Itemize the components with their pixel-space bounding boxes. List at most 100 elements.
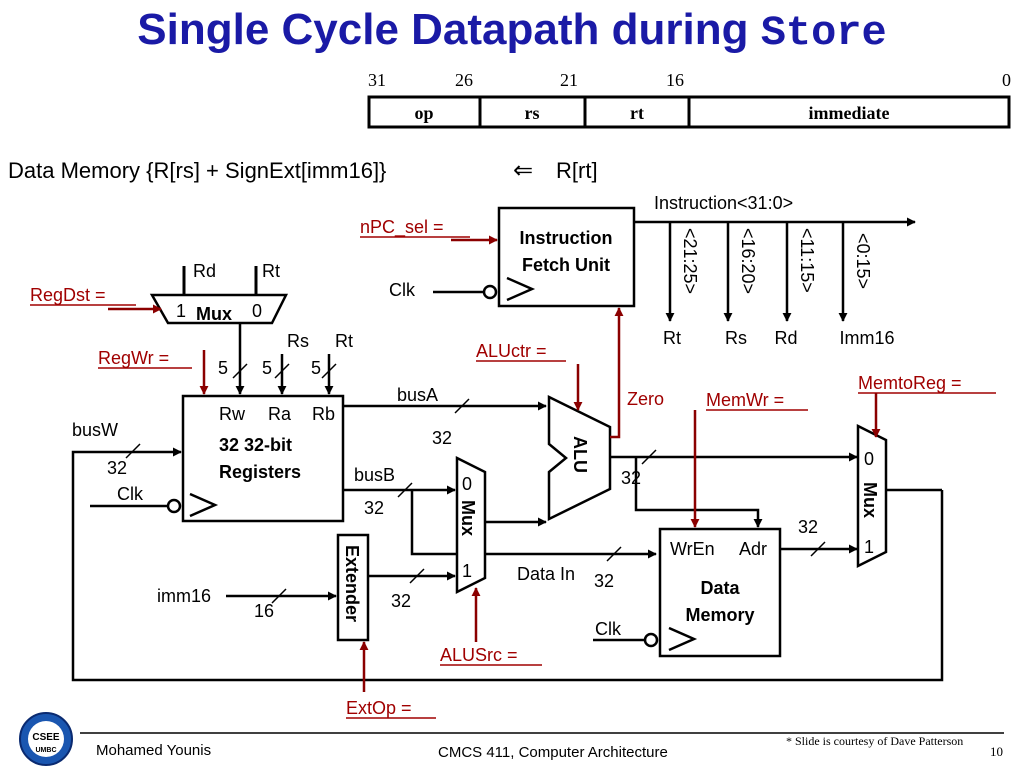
datamem-clock-triangle [668,626,698,652]
extop-label: ExtOp = [346,698,412,718]
datamem-wren: WrEn [670,539,715,559]
instruction-bus: Instruction<31:0> <21:25> <16:20> <11:15… [634,193,916,348]
ifu-line2: Fetch Unit [522,255,610,275]
logo-text: CSEE [32,732,60,743]
busa-width: 32 [432,428,452,448]
alusrc-mux-label: Mux [458,500,478,536]
ext-out-width: 32 [391,591,411,611]
instruction-bus-label: Instruction<31:0> [654,193,793,213]
busw-label: busW [72,420,118,440]
alu-label: ALU [570,436,590,473]
regfile-line2: Registers [219,462,301,482]
alu: ALU [547,394,612,522]
extender: Extender [336,533,370,642]
ifu-clock-triangle [506,276,536,302]
tap-name-rt: Rt [663,328,681,348]
regdst-mux-sel0: 0 [252,301,262,321]
register-file: Rw Ra Rb 32 32-bit Registers [166,394,345,523]
logo-sub: UMBC [36,747,57,754]
footer-credit: * Slide is courtesy of Dave Patterson [786,734,964,748]
busa-label: busA [397,385,438,405]
equation-arrow: ⇐ [513,157,533,184]
page-number: 10 [990,744,1003,759]
footer-author: Mohamed Younis [96,742,212,759]
regfile-line1: 32 32-bit [219,435,292,455]
alusrc-label: ALUSrc = [440,645,518,665]
field-rt: rt [630,103,644,123]
aluctr-label: ALUctr = [476,341,547,361]
memwr-label: MemWr = [706,390,784,410]
field-rs: rs [525,103,540,123]
instruction-fetch-unit: Instruction Fetch Unit Clk [389,206,636,308]
tap-11-15: <11:15> [797,228,817,293]
regdst-mux-in-rt: Rt [262,261,280,281]
slide-title: Single Cycle Datapath during Store [0,2,1024,61]
tap-name-rd: Rd [774,328,797,348]
memtoreg-mux-label: Mux [860,482,880,518]
footer-course: CMCS 411, Computer Architecture [438,744,668,761]
bit-label-26: 26 [455,70,473,90]
port-ra: Ra [268,404,292,424]
memtoreg-mux-sel0: 0 [864,449,874,469]
busb-width: 32 [364,498,384,518]
busb-label: busB [354,465,395,485]
memtoreg-label: MemtoReg = [858,373,962,393]
regfile-clock-bubble [166,498,182,514]
regwr-label: RegWr = [98,348,169,368]
regdst-mux-in-rd: Rd [193,261,216,281]
adr-wire [634,457,763,528]
datamem-clk-label: Clk [595,619,622,639]
datain-label: Data In [517,564,575,584]
regfile-clock-triangle [189,492,219,518]
bit-label-16: 16 [666,70,684,90]
npc-sel-label: nPC_sel = [360,217,444,238]
datamem-line2: Memory [685,605,754,625]
tap-name-imm16: Imm16 [839,328,894,348]
regfile-rt-label: Rt [335,331,353,351]
alusrc-mux-sel1: 1 [462,561,472,581]
title-main: Single Cycle Datapath during [137,5,761,54]
zero-label: Zero [627,389,664,409]
bit-label-31: 31 [368,70,386,90]
title-store: Store [760,9,887,57]
regfile-rs-label: Rs [287,331,309,351]
csee-logo: CSEE UMBC [19,712,73,766]
field-immediate: immediate [809,103,890,123]
regdst-mux-sel1: 1 [176,301,186,321]
memtoreg-mux: 0 1 Mux [856,423,888,569]
datamem-clock-bubble [643,632,659,648]
regdst-mux-label: Mux [196,304,232,324]
imm16-label: imm16 [157,586,211,606]
alusrc-mux: 0 1 Mux [455,455,487,595]
regfile-clk-label: Clk [117,484,144,504]
data-memory: WrEn Adr Data Memory [643,527,782,658]
zero-wire [610,307,624,439]
equation-rhs: R[rt] [556,158,598,183]
regdst-label: RegDst = [30,285,106,305]
imm16-width: 16 [254,601,274,621]
mem-out-width: 32 [798,517,818,537]
rb-width: 5 [311,358,321,378]
alusrc-mux-sel0: 0 [462,474,472,494]
datamem-line1: Data [700,578,740,598]
datamem-adr: Adr [739,539,767,559]
ifu-line1: Instruction [520,228,613,248]
datain-width: 32 [594,571,614,591]
equation-lhs: Data Memory {R[rs] + SignExt[imm16]} [8,158,386,183]
tap-16-20: <16:20> [738,228,758,294]
busw-width: 32 [107,458,127,478]
port-rw: Rw [219,404,246,424]
bit-label-21: 21 [560,70,578,90]
instruction-format: 31 26 21 16 0 op rs rt immediate [367,70,1011,129]
tap-name-rs: Rs [725,328,747,348]
tap-0-15: <0:15> [853,233,873,289]
datain-wire [410,490,657,559]
extender-label: Extender [342,545,362,622]
rw-width: 5 [218,358,228,378]
regdst-mux: Rd Rt 1 Mux 0 [149,261,289,325]
ifu-clk-label: Clk [389,280,416,300]
busw-wire [71,447,944,682]
bit-label-0: 0 [1002,70,1011,90]
memtoreg-mux-sel1: 1 [864,537,874,557]
